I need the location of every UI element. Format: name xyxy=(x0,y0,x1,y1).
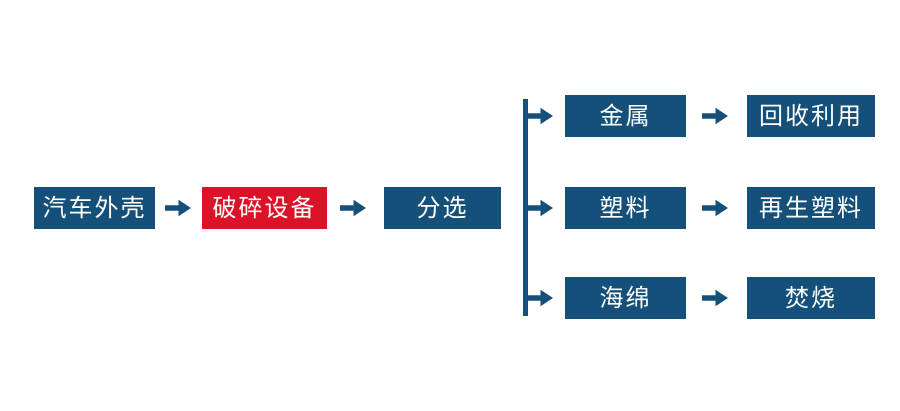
node-crushing-equipment: 破碎设备 xyxy=(202,187,327,229)
branch-arrow-right-icon xyxy=(527,199,553,217)
node-sorting: 分选 xyxy=(384,187,501,229)
branch-arrow-right-icon xyxy=(527,107,553,125)
arrow-right-icon xyxy=(340,199,366,217)
node-metal: 金属 xyxy=(565,95,686,137)
node-recycling-use: 回收利用 xyxy=(747,95,875,137)
node-recycled-plastic: 再生塑料 xyxy=(747,187,875,229)
arrow-right-icon xyxy=(702,199,728,217)
arrow-right-icon xyxy=(165,199,191,217)
arrow-right-icon xyxy=(702,107,728,125)
node-sponge: 海绵 xyxy=(565,277,686,319)
branch-arrow-right-icon xyxy=(527,289,553,307)
arrow-right-icon xyxy=(702,289,728,307)
node-incineration: 焚烧 xyxy=(747,277,875,319)
node-plastic: 塑料 xyxy=(565,187,686,229)
branch-connector-line xyxy=(523,99,528,316)
node-car-shell: 汽车外壳 xyxy=(34,187,155,229)
